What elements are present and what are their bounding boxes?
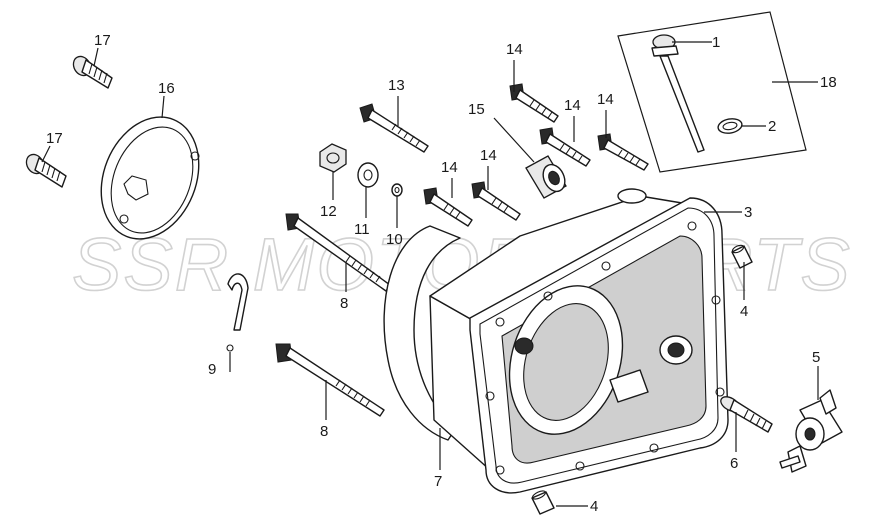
callout-4-lower: 4 (590, 498, 598, 515)
callout-15: 15 (468, 101, 485, 118)
callout-13: 13 (388, 77, 405, 94)
callout-14-c: 14 (597, 91, 614, 108)
callout-10: 10 (386, 231, 403, 248)
part-14-bolt-a (509, 83, 559, 123)
callout-17-lower: 17 (46, 130, 63, 147)
part-12-nut (319, 143, 347, 173)
leader-lines (41, 41, 819, 507)
callout-14-b: 14 (564, 97, 581, 114)
callout-2: 2 (768, 118, 776, 135)
callout-4-upper: 4 (740, 303, 748, 320)
part-14-bolt-d (423, 187, 473, 227)
callout-17-upper: 17 (94, 32, 111, 49)
part-14-bolt-c (597, 133, 649, 171)
part-11-washer (357, 162, 379, 188)
part-14-bolt-e (471, 181, 521, 221)
callout-7: 7 (434, 473, 442, 490)
callout-6: 6 (730, 455, 738, 472)
part-17-screw-lower (25, 153, 67, 188)
callout-5: 5 (812, 349, 820, 366)
part-3-crankcase-cover (383, 188, 729, 494)
callout-11: 11 (354, 221, 370, 238)
part-15-bearing (525, 155, 567, 199)
callout-1: 1 (712, 34, 720, 51)
part-6-fitting (720, 396, 773, 433)
callout-8-upper: 8 (340, 295, 348, 312)
callout-9: 9 (208, 361, 216, 378)
part-16-cover-plate (100, 116, 200, 240)
callout-14-d: 14 (441, 159, 458, 176)
part-17-screw-upper (72, 55, 113, 89)
callout-18: 18 (820, 74, 837, 91)
part-4-dowel-upper (731, 244, 753, 269)
callout-labels: 1 2 3 4 4 5 6 7 8 8 9 10 11 12 13 14 14 … (46, 32, 837, 515)
part-9-clip (226, 273, 249, 352)
callout-12: 12 (320, 203, 337, 220)
callout-14-e: 14 (480, 147, 497, 164)
callout-16: 16 (158, 80, 175, 97)
part-4-dowel-lower (531, 490, 555, 515)
callout-8-lower: 8 (320, 423, 328, 440)
part-18-dipstick-kit (617, 11, 807, 173)
callout-14-a: 14 (506, 41, 523, 58)
part-5-valve (779, 389, 843, 473)
callout-3: 3 (744, 204, 752, 221)
part-13-bolt (359, 103, 429, 153)
part-14-bolt-b (539, 127, 591, 167)
part-8-bolt-lower (275, 343, 385, 417)
part-10-small-washer (391, 183, 403, 197)
